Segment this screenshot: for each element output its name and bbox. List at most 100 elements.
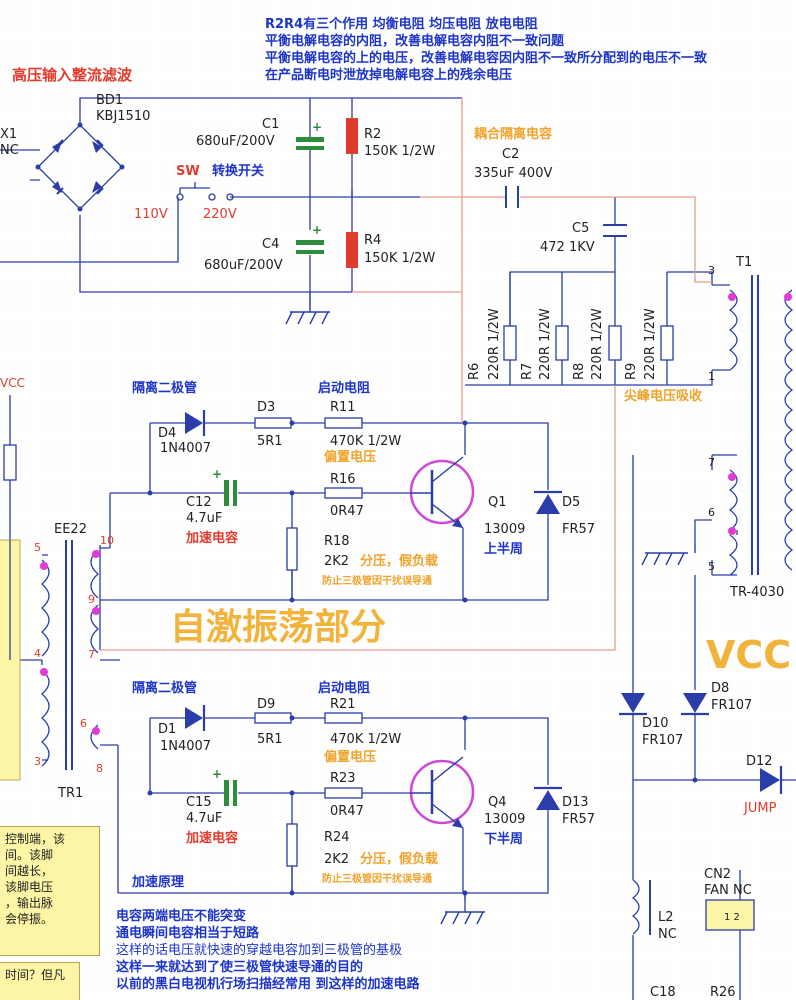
- tr1-ref: EE22: [54, 522, 87, 537]
- cn2-ref: CN2: [704, 867, 731, 882]
- ground-icon: [440, 911, 485, 925]
- resistor-r4: [346, 232, 358, 268]
- bridge-rectifier: [35, 122, 125, 212]
- capacitor-c2: [505, 186, 519, 208]
- r9-value: 220R 1/2W: [643, 308, 658, 380]
- inductor-l2: [631, 879, 640, 935]
- upper-c-ref: C12: [186, 495, 212, 510]
- lower-rstart-ref: R21: [330, 697, 356, 712]
- note-top-3: 平衡电解电容的上的电压，改善电解电容因内阻不一致所分配到的电压不一致: [265, 50, 708, 66]
- upper-dd-ref: D5: [562, 495, 580, 510]
- upper-dd-part: FR57: [562, 522, 595, 537]
- note-top-1: R2R4有三个作用 均衡电阻 均压电阻 放电电阻: [265, 16, 538, 32]
- d10-part: FR107: [642, 733, 683, 748]
- sw-label: 转换开关: [212, 163, 264, 179]
- labels: R2R4有三个作用 均衡电阻 均压电阻 放电电阻 平衡电解电容的内阻，改善电解电…: [0, 16, 791, 1000]
- ground-icon: [285, 311, 330, 325]
- svg-text:+: +: [212, 767, 222, 781]
- lower-c-note: 加速电容: [185, 830, 238, 846]
- lower-rsmall-ref: D9: [257, 697, 275, 712]
- accel-line-3: 这样的话电压就快速的穿越电容加到三极管的基极: [116, 942, 402, 958]
- d12-ref: D12: [746, 754, 773, 769]
- tr1-pin9: 9: [88, 593, 95, 606]
- upper-q-note: 上半周: [484, 541, 523, 557]
- sw-220v: 220V: [203, 207, 237, 222]
- accel-line-4: 这样一来就达到了使三极管快速导通的目的: [116, 959, 363, 975]
- connector-cn2: [705, 899, 755, 931]
- lower-dd-ref: D13: [562, 795, 589, 810]
- lower-d-part: 1N4007: [160, 739, 211, 754]
- tr1-pin5: 5: [34, 541, 41, 554]
- cn2-pins: 1 2: [724, 912, 740, 923]
- c5-ref: C5: [572, 221, 589, 236]
- r2-ref: R2: [364, 127, 381, 142]
- l2-ref: L2: [658, 910, 674, 925]
- upper-c-note: 加速电容: [185, 530, 238, 546]
- upper-q-part: 13009: [484, 522, 525, 537]
- resistor-r2: [346, 118, 358, 154]
- upper-rstart-ref: R11: [330, 400, 356, 415]
- upper-rbase-ref: R16: [330, 472, 356, 487]
- lower-div-note: 分压，假负载: [360, 851, 438, 867]
- r9-ref: R9: [624, 363, 639, 380]
- t1-pin1: 1: [708, 370, 715, 383]
- sw-ref: SW: [176, 164, 200, 179]
- upper-rdiv-ref: R18: [324, 534, 350, 549]
- upper-c-value: 4.7uF: [186, 511, 222, 526]
- lower-rdiv-value: 2K2: [324, 852, 349, 867]
- switch-sw: [176, 182, 234, 201]
- svg-text:+: +: [212, 467, 222, 481]
- bd1-ref: BD1: [96, 93, 123, 108]
- wires-pink: [100, 98, 712, 651]
- c2-ref: C2: [502, 147, 519, 162]
- upper-bias: 偏置电压: [324, 449, 376, 465]
- svg-text:+: +: [312, 223, 322, 237]
- r4-ref: R4: [364, 233, 381, 248]
- tr1-pin8: 8: [96, 762, 103, 775]
- capacitor-c4: +: [296, 223, 324, 254]
- lower-c-value: 4.7uF: [186, 811, 222, 826]
- accel-line-1: 电容两端电压不能突变: [116, 908, 246, 924]
- tr1-pin7: 7: [88, 648, 95, 661]
- note-top-2: 平衡电解电容的内阻，改善电解电容内阻不一致问题: [265, 33, 565, 49]
- right-diodes: [619, 693, 783, 794]
- t1-pin5: 5: [708, 560, 715, 573]
- upper-diode-title: 隔离二极管: [132, 380, 197, 396]
- upper-rsmall-ref: D3: [257, 400, 275, 415]
- lower-dd-part: FR57: [562, 812, 595, 827]
- vcc-big-label: VCC: [706, 633, 791, 677]
- note-line: 会停振。: [5, 912, 54, 926]
- lower-bias: 偏置电压: [324, 749, 376, 765]
- t1-ref: T1: [735, 255, 752, 270]
- upper-div-sub: 防止三极管因干扰误导通: [322, 574, 432, 587]
- lower-rbase-ref: R23: [330, 771, 356, 786]
- r26-ref: R26: [710, 985, 736, 1000]
- r6-ref: R6: [467, 363, 482, 380]
- d8-ref: D8: [711, 681, 729, 696]
- lower-div-sub: 防止三极管因干扰误导通: [322, 872, 432, 885]
- c1-ref: C1: [262, 117, 279, 132]
- d8-part: FR107: [711, 698, 752, 713]
- note-line: 间。该脚: [5, 848, 54, 862]
- lower-rstart-value: 470K 1/2W: [330, 732, 401, 747]
- capacitor-c5: [603, 224, 627, 237]
- r8-ref: R8: [572, 363, 587, 380]
- lower-diode-title: 隔离二极管: [132, 680, 197, 696]
- lower-q-part: 13009: [484, 812, 525, 827]
- cn2-sub: FAN NC: [704, 883, 752, 898]
- svg-text:+: +: [312, 120, 322, 134]
- c4-value: 680uF/200V: [204, 258, 283, 273]
- coupling-note: 耦合隔离电容: [474, 126, 552, 142]
- tr1-pin10: 10: [100, 534, 114, 547]
- vcc-small: VCC: [0, 376, 25, 390]
- note-line: 间越长，: [5, 864, 54, 878]
- lower-q-ref: Q4: [488, 795, 507, 810]
- upper-div-note: 分压，假负载: [360, 553, 438, 569]
- l2-sub: NC: [658, 927, 677, 942]
- resistor-left: [3, 444, 17, 481]
- r7-ref: R7: [520, 363, 535, 380]
- upper-rdiv-value: 2K2: [324, 554, 349, 569]
- lower-start-title: 启动电阻: [318, 680, 370, 696]
- c2-value: 335uF 400V: [474, 166, 552, 181]
